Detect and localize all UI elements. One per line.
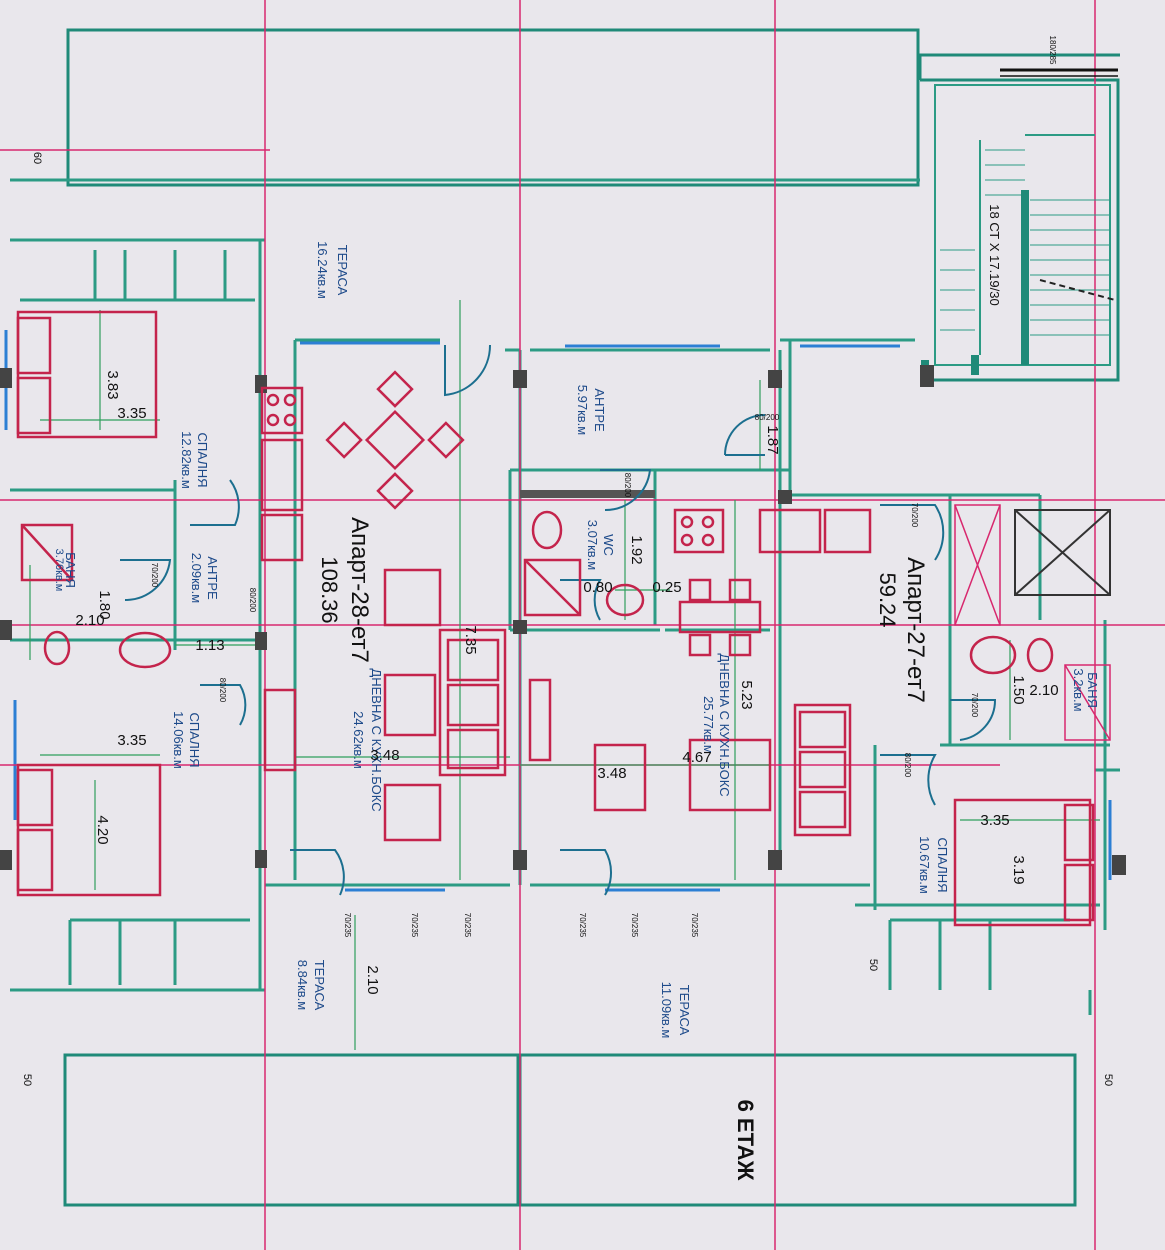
room-name: ТЕРАСА [677,985,692,1036]
dimension-label: 1.92 [628,535,645,564]
dimension-label: 60 [31,152,43,164]
dimension-label: 1.80 [96,590,113,619]
door-mark: 70/200 [150,563,159,588]
dimension-label: 0.80 [583,579,612,596]
door-mark: 80/200 [623,473,632,498]
room-name: АНТРЕ [205,556,220,600]
room-name: СПАЛНЯ [935,838,950,893]
windows [4,330,1112,892]
dimension-label: 2.10 [364,965,381,994]
room-name: БАНЯ [63,552,78,588]
room-name: ДНЕВНА С КУХН.БОКС [369,668,384,811]
dimension-label: 2.10 [1029,682,1058,699]
door-mark: 70/200 [970,693,979,718]
apartment-27-area: 59.24 [875,572,900,627]
dimension-label: 4.67 [682,749,711,766]
dimension-label: 1.13 [195,637,224,654]
furniture [16,310,1095,927]
dimension-label: 3.35 [980,812,1009,829]
door-mark: 80/200 [903,753,912,778]
apartment-28-area: 108.36 [317,556,342,623]
dimension-label: 2.10 [75,612,104,629]
dimension-label: 3.48 [370,747,399,764]
dimension-label: 3.35 [117,405,146,422]
dimension-label: 1.87 [764,425,781,454]
room-name: АНТРЕ [592,388,607,432]
room-area: 25.77кв.м [701,696,716,754]
room-area: 3.07кв.м [585,520,600,571]
room-area: 14.06кв.м [171,711,186,769]
staircase [934,68,1118,366]
dimension-label: 3.83 [104,370,121,399]
dimension-label: 7.35 [462,625,479,654]
door-mark: 180/285 [1048,36,1057,65]
dimension-label: 0.25 [652,579,681,596]
door-mark: 70/200 [910,503,919,528]
room-name: СПАЛНЯ [187,713,202,768]
window-mark: 70/235 [410,913,419,938]
door-mark: 80/200 [755,413,780,422]
room-name: WC [601,534,616,556]
apartment-28-name: Апарт-28-ет7 [346,517,373,663]
floor-label: 6 ЕТАЖ [733,1100,758,1181]
room-area: 16.24кв.м [315,241,330,299]
room-name: ТЕРАСА [335,245,350,296]
dimension-label: 3.19 [1010,855,1027,884]
shaft-duct [954,504,1111,741]
room-area: 3.2кв.м [1071,668,1086,711]
room-name: ТЕРАСА [312,960,327,1011]
room-area: 2.09кв.м [189,553,204,604]
room-area: 3.76кв.м [53,549,65,592]
window-mark: 70/235 [690,913,699,938]
dimension-label: 50 [1102,1074,1114,1086]
dimension-label: 1.50 [1010,675,1027,704]
room-name: БАНЯ [1085,672,1100,708]
dimension-label: 3.35 [117,732,146,749]
window-mark: 70/235 [630,913,639,938]
dimension-label: 5.23 [738,680,755,709]
elevator-shaft [1014,509,1111,596]
room-area: 12.82кв.м [179,431,194,489]
room-area: 5.97кв.м [575,385,590,436]
window-mark: 70/235 [463,913,472,938]
dimension-label: 4.20 [94,815,111,844]
door-mark: 80/200 [218,678,227,703]
apartment-27-name: Апарт-27-ет7 [902,557,929,703]
stair-label: 18 СТ X 17.19/30 [987,204,1002,305]
room-area: 11.09кв.м [659,982,674,1039]
room-area: 8.84кв.м [295,960,310,1011]
room-name: ДНЕВНА С КУХН.БОКС [717,653,732,796]
room-name: СПАЛНЯ [195,433,210,488]
outer-walls [63,28,1120,1207]
window-mark: 70/235 [343,913,352,938]
dimension-label: 3.48 [597,765,626,782]
door-mark: 80/200 [248,588,257,613]
dimension-label: 50 [21,1074,33,1086]
room-area: 24.62кв.м [351,711,366,769]
doors [120,344,997,896]
room-area: 10.67кв.м [917,836,932,894]
dimension-label: 50 [867,959,879,971]
window-mark: 70/235 [578,913,587,938]
